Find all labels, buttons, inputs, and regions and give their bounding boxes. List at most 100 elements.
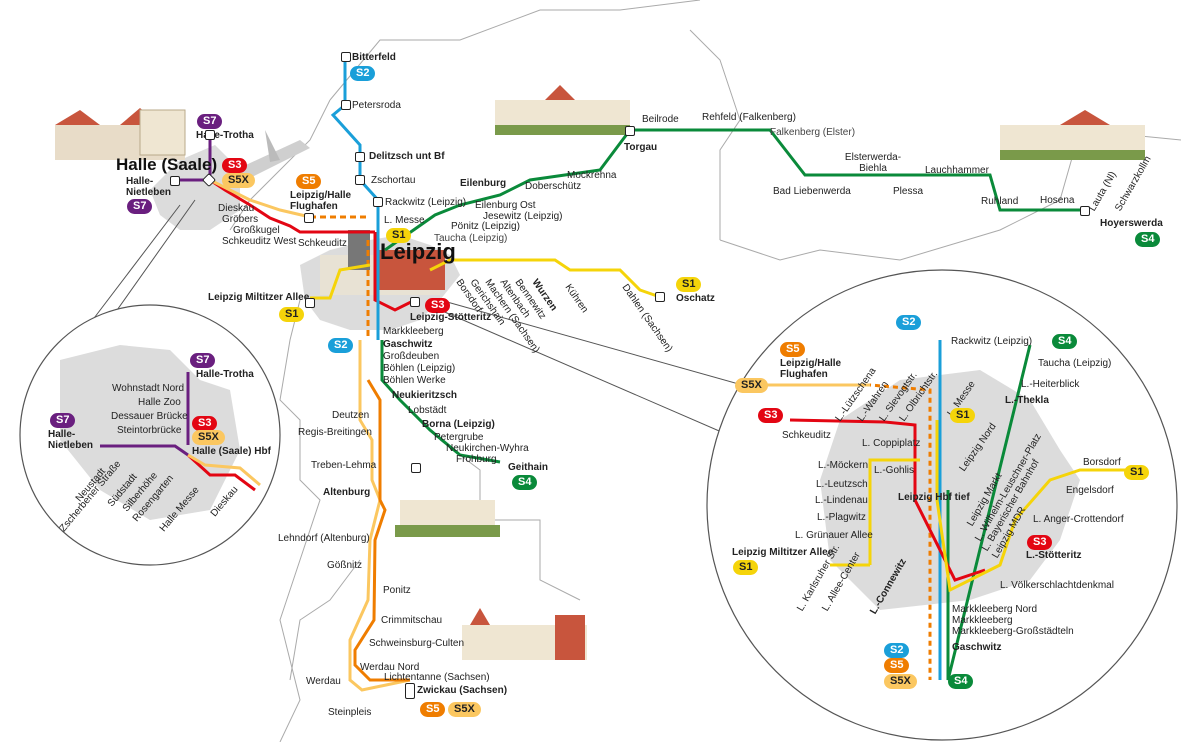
stop-halle-trotha[interactable] — [205, 130, 215, 140]
stop-miltitzer[interactable] — [305, 298, 315, 308]
inset-heiterblick[interactable]: L.-Heiterblick — [1021, 379, 1080, 390]
inset-plagwitz[interactable]: L.-Plagwitz — [817, 512, 866, 523]
line-badge-s3-halle[interactable]: S3 — [222, 158, 248, 173]
line-badge-s1-leipzig[interactable]: S1 — [386, 228, 412, 243]
station-boehlen[interactable]: Böhlen (Leipzig) — [383, 363, 456, 374]
station-hoyerswerda[interactable]: Hoyerswerda — [1100, 218, 1163, 229]
station-ponitz[interactable]: Ponitz — [383, 585, 411, 596]
inset-halle-hbf[interactable]: Halle (Saale) Hbf — [192, 446, 271, 457]
station-jesewitz[interactable]: Jesewitz (Leipzig) — [483, 211, 563, 222]
inset-markkleeberg[interactable]: Markkleeberg — [952, 615, 1013, 626]
station-neukieritzsch[interactable]: Neukieritzsch — [392, 390, 458, 401]
station-doberschuetz[interactable]: Doberschütz — [525, 181, 582, 192]
inset-gaschwitz[interactable]: Gaschwitz — [952, 642, 1002, 653]
station-werdau-nord[interactable]: Werdau Nord — [360, 662, 420, 673]
stop-zwickau[interactable] — [405, 683, 415, 699]
stop-torgau[interactable] — [625, 126, 635, 136]
stop-zschortau[interactable] — [355, 175, 365, 185]
station-rackwitz[interactable]: Rackwitz (Leipzig) — [385, 197, 467, 208]
station-flughafen[interactable]: Leipzig/Halle Flughafen — [290, 190, 352, 212]
inset-gruenauer[interactable]: L. Grünauer Allee — [795, 530, 873, 541]
station-delitzsch[interactable]: Delitzsch unt Bf — [369, 151, 445, 162]
inset-mk-nord[interactable]: Markkleeberg Nord — [952, 604, 1038, 615]
stop-oschatz[interactable] — [655, 292, 665, 302]
inset-schkeuditz[interactable]: Schkeuditz — [782, 430, 831, 441]
line-badge-s1-oschatz[interactable]: S1 — [676, 277, 702, 292]
station-altenburg[interactable]: Altenburg — [323, 487, 371, 498]
inset-leipzig-badge-s2[interactable]: S2 — [896, 315, 922, 330]
station-steinpleis[interactable]: Steinpleis — [328, 707, 372, 718]
inset-leipzig-badge-s5x-west[interactable]: S5X — [735, 378, 768, 393]
inset-mk-gross[interactable]: Markkleeberg-Großstädteln — [952, 626, 1074, 637]
line-badge-s2-gaschwitz[interactable]: S2 — [328, 338, 354, 353]
line-badge-s7-trotha[interactable]: S7 — [197, 114, 223, 129]
line-badge-s4-hoyerswerda[interactable]: S4 — [1135, 232, 1161, 247]
station-grossdeuben[interactable]: Großdeuben — [383, 351, 440, 362]
station-petergrube[interactable]: Petergrube — [434, 432, 484, 443]
inset-steintorbruecke[interactable]: Steintorbrücke — [117, 425, 182, 436]
inset-leipzig-badge-s4-north[interactable]: S4 — [1052, 334, 1078, 349]
inset-lindenau[interactable]: L.-Lindenau — [815, 495, 868, 506]
station-neukirchen[interactable]: Neukirchen-Wyhra — [446, 443, 529, 454]
station-werdau[interactable]: Werdau — [306, 676, 341, 687]
inset-halle-badge-s5x[interactable]: S5X — [192, 430, 225, 445]
inset-thekla[interactable]: L.-Thekla — [1005, 395, 1049, 406]
station-bad-liebenwerda[interactable]: Bad Liebenwerda — [773, 186, 851, 197]
stop-rackwitz[interactable] — [373, 197, 383, 207]
inset-hbf-tief[interactable]: Leipzig Hbf tief — [898, 492, 970, 503]
station-schkeuditz[interactable]: Schkeuditz — [298, 238, 347, 249]
inset-stoetteritz[interactable]: L.-Stötteritz — [1026, 550, 1082, 561]
station-plessa[interactable]: Plessa — [893, 186, 924, 197]
inset-halle-badge-s7-nietleben[interactable]: S7 — [50, 413, 76, 428]
station-halle-nietleben[interactable]: Halle-Nietleben — [126, 176, 172, 198]
station-oschatz[interactable]: Oschatz — [676, 293, 715, 304]
station-miltitzer-allee[interactable]: Leipzig Miltitzer Allee — [208, 292, 310, 303]
station-lehndorf[interactable]: Lehndorf (Altenburg) — [278, 533, 370, 544]
station-boehlen-werke[interactable]: Böhlen Werke — [383, 375, 446, 386]
station-deutzen[interactable]: Deutzen — [332, 410, 370, 421]
inset-taucha[interactable]: Taucha (Leipzig) — [1038, 358, 1112, 369]
station-geithain[interactable]: Geithain — [508, 462, 549, 473]
inset-moeckern[interactable]: L.-Möckern — [818, 460, 869, 471]
station-dieskau[interactable]: Dieskau — [218, 203, 255, 214]
station-l-messe[interactable]: L. Messe — [384, 215, 425, 226]
inset-leipzig-badge-s5-south[interactable]: S5 — [884, 658, 910, 673]
line-badge-s5[interactable]: S5 — [296, 174, 322, 189]
stop-hoyerswerda[interactable] — [1080, 206, 1090, 216]
station-poenitz[interactable]: Pönitz (Leipzig) — [451, 221, 520, 232]
inset-leipzig-badge-s1-east[interactable]: S1 — [1124, 465, 1150, 480]
inset-halle-trotha[interactable]: Halle-Trotha — [196, 369, 254, 380]
stop-petersroda[interactable] — [341, 100, 351, 110]
inset-leipzig-badge-s3-east[interactable]: S3 — [1027, 535, 1053, 550]
inset-halle-nietleben[interactable]: Halle-Nietleben — [48, 429, 94, 451]
station-halle-trotha[interactable]: Halle-Trotha — [196, 130, 254, 141]
station-crimmitschau[interactable]: Crimmitschau — [381, 615, 443, 626]
station-grosskugel[interactable]: Großkugel — [233, 225, 280, 236]
station-torgau[interactable]: Torgau — [624, 142, 658, 153]
inset-leipzig-badge-s3-west[interactable]: S3 — [758, 408, 784, 423]
inset-leipzig-badge-s5x-south[interactable]: S5X — [884, 674, 917, 689]
station-elsterwerda[interactable]: Elsterwerda-Biehla — [844, 152, 902, 174]
inset-leutzsch[interactable]: L.-Leutzsch — [816, 479, 868, 490]
station-schkeuditz-west[interactable]: Schkeuditz West — [222, 236, 297, 247]
inset-halle-badge-s3[interactable]: S3 — [192, 416, 218, 431]
line-badge-s5x-zwickau[interactable]: S5X — [448, 702, 481, 717]
inset-halle-badge-s7[interactable]: S7 — [190, 353, 216, 368]
line-badge-s1-miltitzer[interactable]: S1 — [279, 307, 305, 322]
station-lobstaedt[interactable]: Lobstädt — [408, 405, 447, 416]
station-zschortau[interactable]: Zschortau — [371, 175, 416, 186]
inset-anger[interactable]: L. Anger-Crottendorf — [1033, 514, 1124, 525]
station-groebers[interactable]: Gröbers — [222, 214, 259, 225]
line-badge-s4-geithain[interactable]: S4 — [512, 475, 538, 490]
inset-flughafen[interactable]: Leipzig/Halle Flughafen — [780, 358, 842, 380]
station-lauchhammer[interactable]: Lauchhammer — [925, 165, 989, 176]
station-treben[interactable]: Treben-Lehma — [311, 460, 377, 471]
station-lichtentanne[interactable]: Lichtentanne (Sachsen) — [384, 672, 490, 683]
station-ruhland[interactable]: Ruhland — [981, 196, 1019, 207]
inset-gohlis[interactable]: L.-Gohlis — [874, 465, 915, 476]
station-beilrode[interactable]: Beilrode — [642, 114, 679, 125]
line-badge-s5-zwickau[interactable]: S5 — [420, 702, 446, 717]
line-badge-s5x-halle[interactable]: S5X — [222, 173, 255, 188]
inset-engelsdorf[interactable]: Engelsdorf — [1066, 485, 1114, 496]
stop-delitzsch[interactable] — [355, 152, 365, 162]
